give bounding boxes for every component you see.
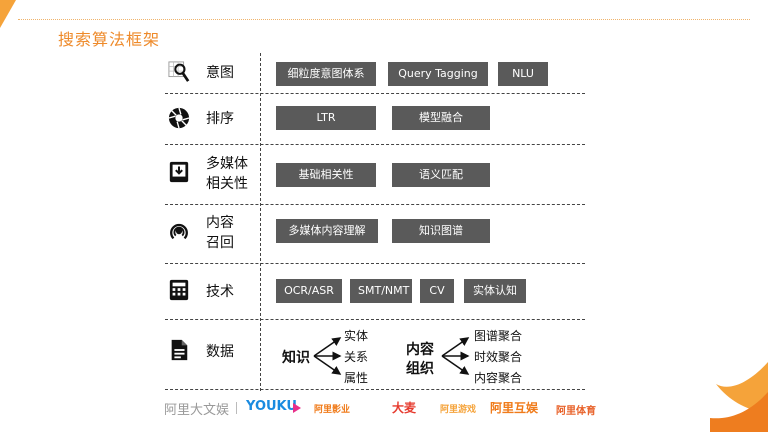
content-org-root-line2: 组织 xyxy=(406,361,434,377)
tag-smt-nmt: SMT/NMT xyxy=(350,279,412,303)
row-label-data: 数据 xyxy=(206,344,234,360)
youku-play-icon xyxy=(293,403,301,413)
content-org-item-graph: 图谱聚合 xyxy=(474,329,523,343)
row-label-relevance: 相关性 xyxy=(206,176,248,192)
tag-entity-cognition: 实体认知 xyxy=(464,279,526,303)
row-divider xyxy=(165,389,585,390)
content-org-item-content: 内容聚合 xyxy=(474,371,523,385)
row-label-content: 内容 xyxy=(206,215,234,231)
content-org-arrows xyxy=(441,337,470,375)
row-divider xyxy=(165,319,585,320)
broadcast-icon xyxy=(170,223,188,240)
corner-decoration xyxy=(0,0,16,28)
row-divider xyxy=(165,144,585,145)
footer-brand-ali-huyu: 阿里互娱 xyxy=(490,401,539,415)
row-label-recall: 召回 xyxy=(206,235,234,251)
tag-fine-grained-intent: 细粒度意图体系 xyxy=(276,62,376,86)
row-label-multimedia: 多媒体 xyxy=(206,156,248,172)
footer-brand-ali-entertainment: 阿里大文娱 xyxy=(164,403,230,418)
tag-basic-relevance: 基础相关性 xyxy=(276,163,376,187)
footer-brand-ali-sports: 阿里体育 xyxy=(556,406,596,417)
row-label-intent: 意图 xyxy=(206,65,234,81)
knowledge-arrows xyxy=(313,337,342,375)
tag-nlu: NLU xyxy=(498,62,548,86)
content-org-item-timeliness: 时效聚合 xyxy=(474,350,523,364)
knowledge-item-entity: 实体 xyxy=(344,329,369,343)
search-magnifier-icon xyxy=(168,61,190,82)
knowledge-root: 知识 xyxy=(282,350,310,366)
row-divider xyxy=(165,204,585,205)
row-label-technology: 技术 xyxy=(206,284,234,300)
header-divider xyxy=(18,19,750,20)
page-title: 搜索算法框架 xyxy=(58,30,161,49)
footer-brand-youku: YOUKU xyxy=(246,399,297,414)
tag-model-fusion: 模型融合 xyxy=(392,106,490,130)
tag-knowledge-graph: 知识图谱 xyxy=(392,219,490,243)
tag-multimedia-understanding: 多媒体内容理解 xyxy=(276,219,378,243)
document-icon xyxy=(171,339,188,361)
tag-semantic-matching: 语义匹配 xyxy=(392,163,490,187)
calculator-icon xyxy=(169,279,189,301)
row-label-ranking: 排序 xyxy=(206,111,234,127)
footer-brand-damai: 大麦 xyxy=(392,401,417,415)
tag-ocr-asr: OCR/ASR xyxy=(276,279,342,303)
footer-brand-alibaba-pictures: 阿里影业 xyxy=(314,405,351,415)
column-divider xyxy=(260,53,261,391)
knowledge-item-attribute: 属性 xyxy=(344,371,369,385)
tag-cv: CV xyxy=(420,279,454,303)
row-divider xyxy=(165,263,585,264)
download-box-icon xyxy=(169,161,189,183)
footer-separator xyxy=(236,402,237,414)
footer-brand-ali-games: 阿里游戏 xyxy=(440,405,477,415)
tag-query-tagging: Query Tagging xyxy=(388,62,488,86)
row-divider xyxy=(165,93,585,94)
content-org-root-line1: 内容 xyxy=(406,342,434,358)
aperture-icon xyxy=(168,107,190,129)
knowledge-item-relation: 关系 xyxy=(344,350,369,364)
corner-wave-decoration xyxy=(710,362,768,432)
tag-ltr: LTR xyxy=(276,106,376,130)
